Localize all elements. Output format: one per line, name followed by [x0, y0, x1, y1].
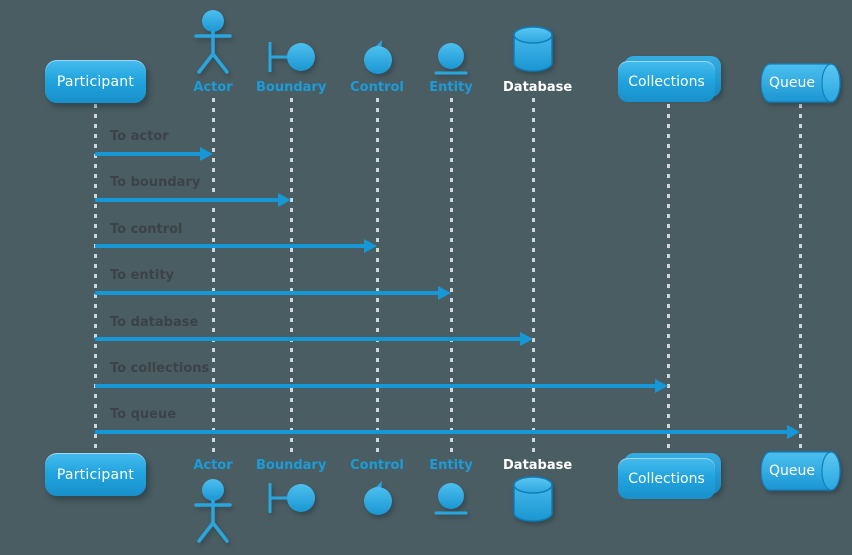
entity-label-top: Entity — [429, 80, 473, 95]
participant-label: Participant — [56, 73, 135, 90]
message-label: To control — [110, 222, 183, 237]
database-label-bottom: Database — [503, 458, 573, 473]
message-label: To boundary — [110, 175, 201, 190]
message-arrow-line — [95, 244, 365, 248]
message-arrowhead — [438, 286, 451, 300]
control-label-top: Control — [350, 80, 404, 95]
boundary-label-top: Boundary — [256, 80, 327, 95]
message-arrow-line — [95, 430, 788, 434]
participant-box-top: Participant — [45, 60, 146, 103]
boundary-icon — [268, 42, 315, 72]
lifeline-collections — [667, 104, 670, 453]
message-label: To queue — [110, 407, 177, 422]
message-label: To collections — [110, 361, 210, 376]
lifeline-control — [376, 98, 379, 458]
database-label-top: Database — [503, 80, 573, 95]
message-arrow-line — [95, 198, 279, 202]
actor-label-bottom: Actor — [193, 458, 233, 473]
message-arrowhead — [278, 193, 291, 207]
actor-icon — [194, 479, 232, 543]
collections-label: Collections — [628, 73, 705, 90]
message-label: To entity — [110, 268, 175, 283]
entity-icon — [434, 43, 468, 75]
lifeline-queue — [799, 104, 802, 449]
message-arrow-line — [95, 291, 439, 295]
lifeline-participant — [94, 104, 97, 453]
collections-box-bottom: Collections — [618, 453, 722, 500]
message-arrowhead — [520, 332, 533, 346]
lifeline-boundary — [290, 98, 293, 458]
actor-icon — [194, 10, 232, 74]
control-icon — [364, 40, 392, 74]
boundary-icon — [268, 483, 315, 513]
message-arrow-line — [95, 384, 656, 388]
message-arrow-line — [95, 152, 201, 156]
queue-label-bottom: Queue — [769, 463, 815, 479]
database-icon — [513, 476, 553, 522]
collections-label: Collections — [628, 470, 705, 487]
actor-label-top: Actor — [193, 80, 233, 95]
message-arrow-line — [95, 337, 521, 341]
control-icon — [364, 481, 392, 515]
message-arrowhead — [655, 379, 668, 393]
queue-icon — [761, 63, 841, 103]
control-label-bottom: Control — [350, 458, 404, 473]
message-label: To actor — [110, 129, 169, 144]
message-arrowhead — [787, 425, 800, 439]
queue-label-top: Queue — [769, 75, 815, 91]
message-arrowhead — [200, 147, 213, 161]
database-icon — [513, 26, 553, 72]
participant-box-bottom: Participant — [45, 453, 146, 496]
entity-label-bottom: Entity — [429, 458, 473, 473]
boundary-label-bottom: Boundary — [256, 458, 327, 473]
participant-label: Participant — [56, 466, 135, 483]
lifeline-entity — [450, 98, 453, 458]
entity-icon — [434, 483, 468, 515]
collections-box-top: Collections — [618, 56, 722, 103]
message-arrowhead — [364, 239, 377, 253]
lifeline-database — [532, 98, 535, 458]
lifeline-actor — [212, 98, 215, 458]
message-label: To database — [110, 315, 199, 330]
queue-icon — [761, 451, 841, 491]
